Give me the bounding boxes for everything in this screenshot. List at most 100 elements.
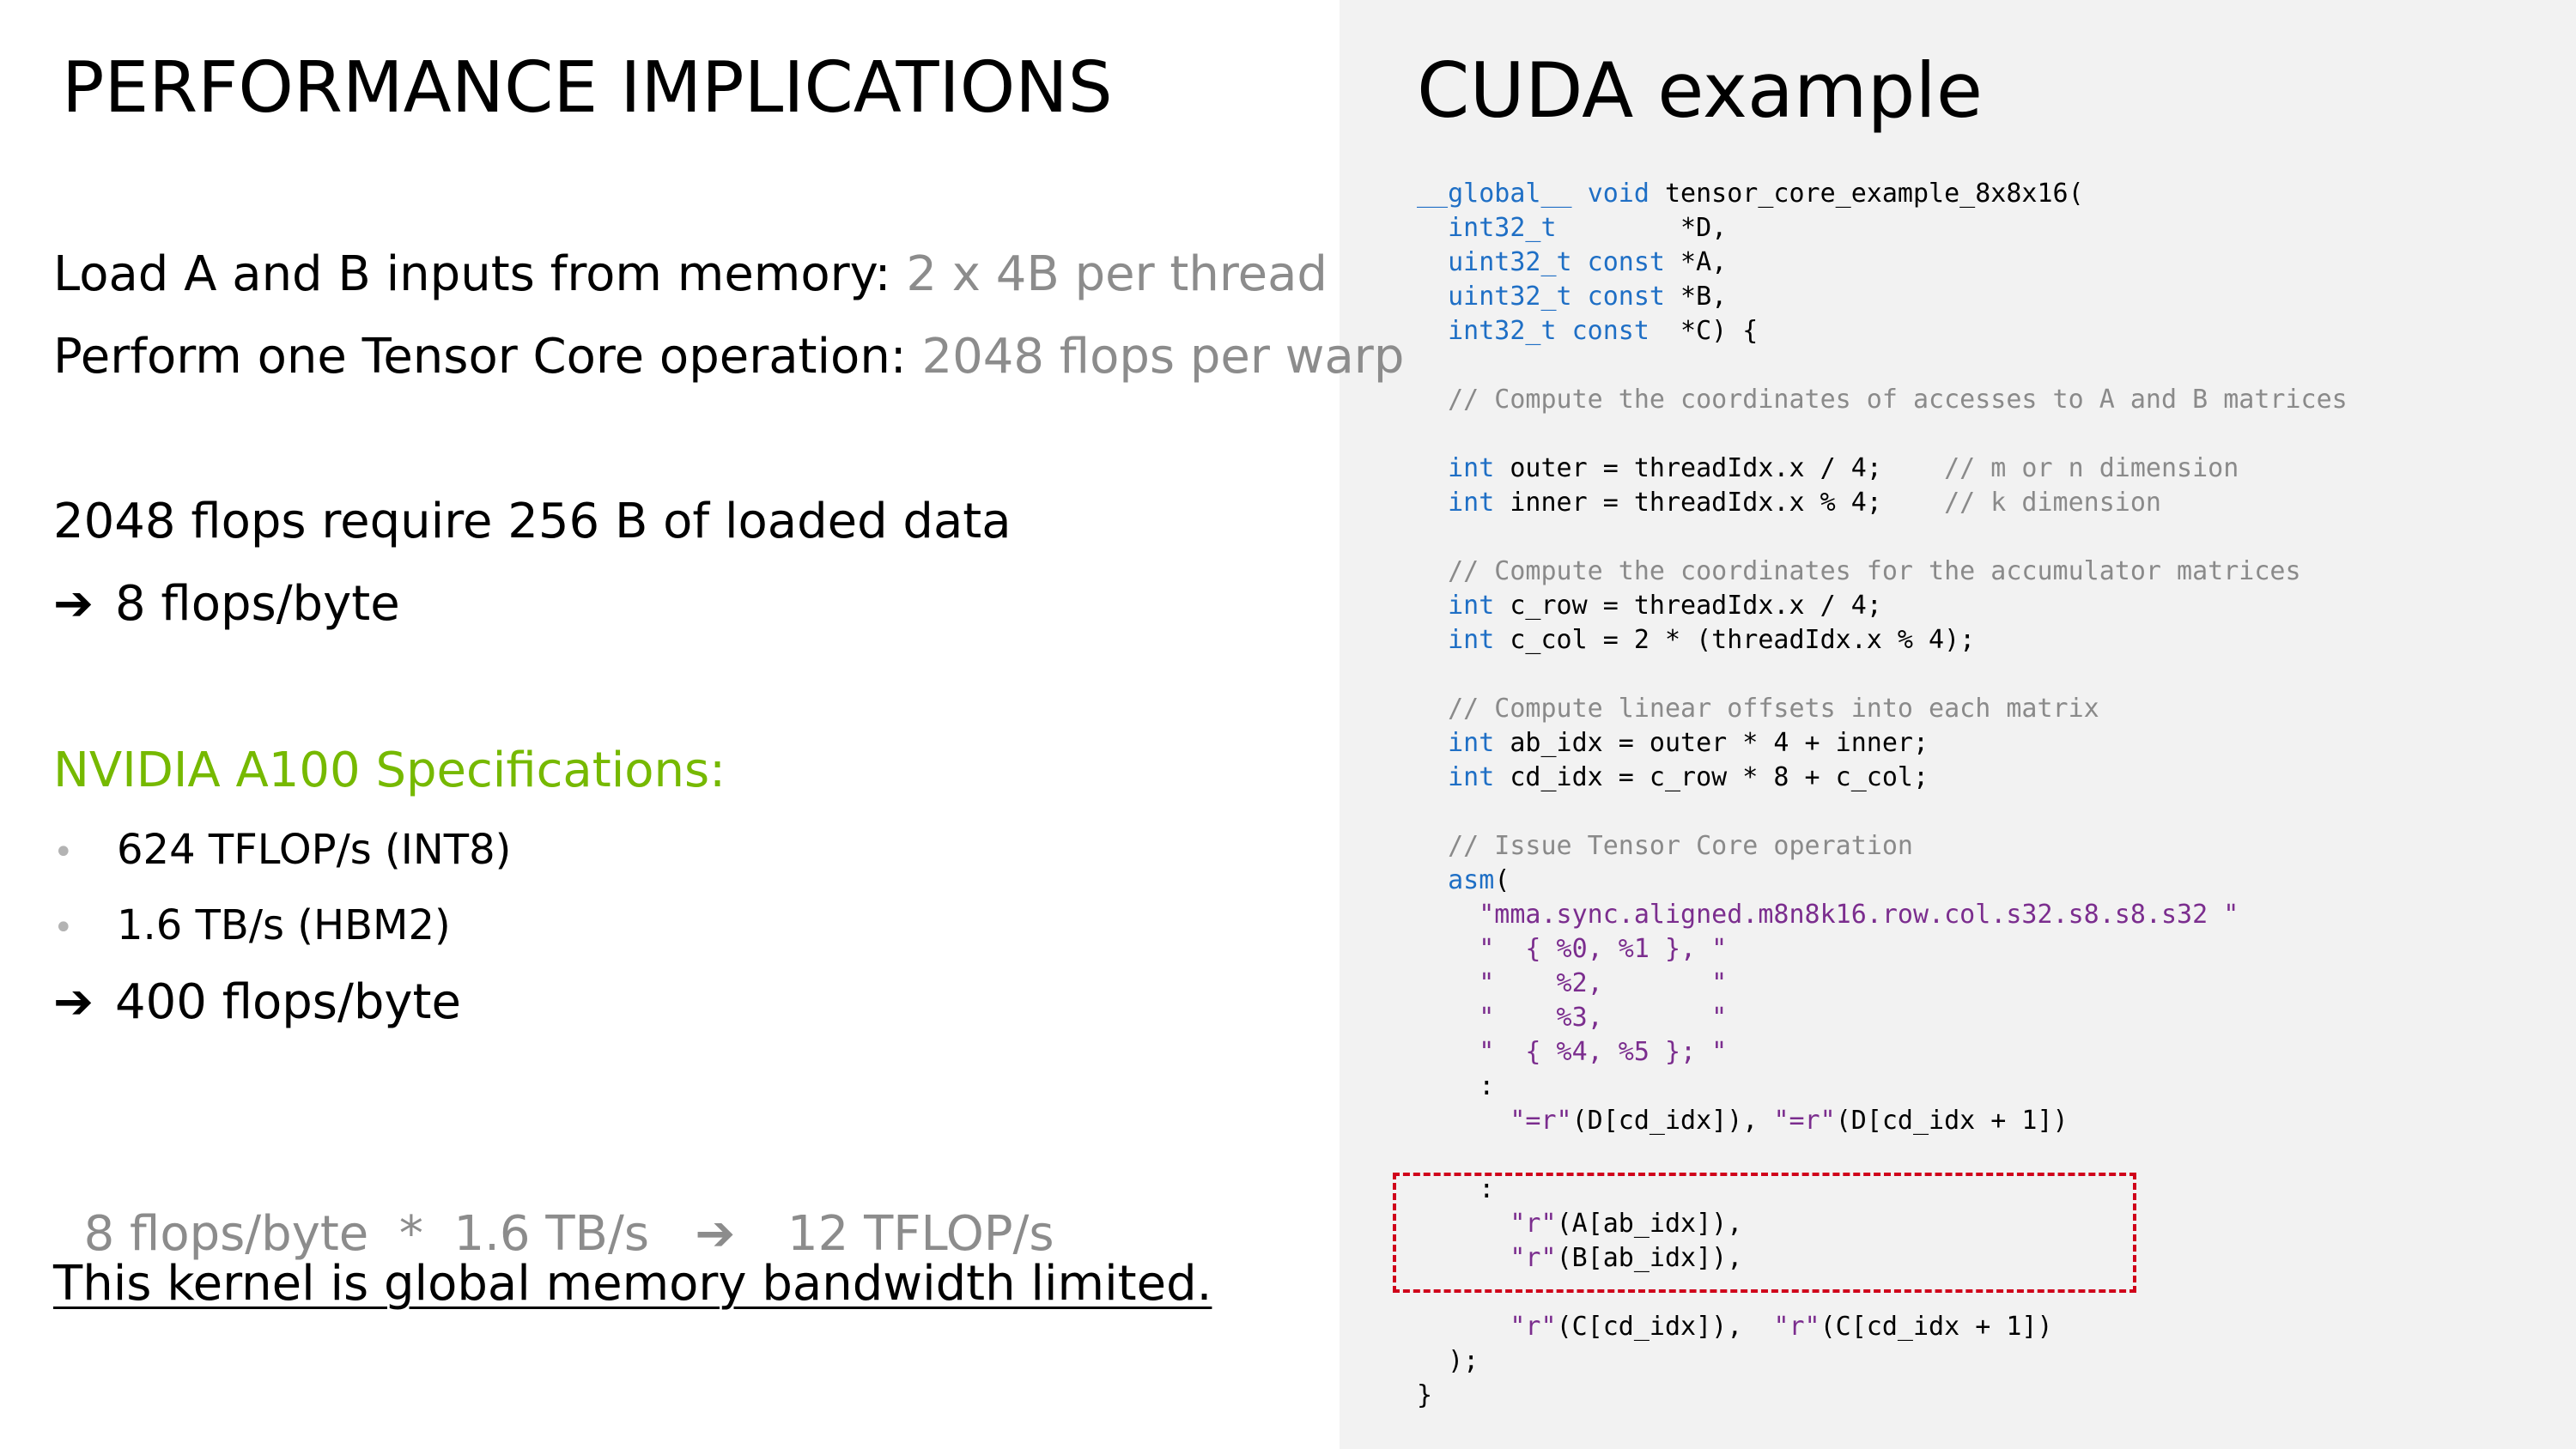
bullet-icon: • — [53, 908, 74, 948]
code-string: "r" — [1510, 1209, 1557, 1239]
arrow-right-icon: ➔ — [53, 576, 94, 632]
code-text — [1417, 900, 1479, 930]
code-comment: // m or n dimension — [1944, 453, 2239, 483]
code-text — [1417, 453, 1448, 483]
code-line — [1417, 795, 2348, 829]
code-line: int c_col = 2 * (threadIdx.x % 4); — [1417, 623, 2348, 658]
code-block: __global__ void tensor_core_example_8x8x… — [1417, 177, 2348, 1413]
code-keyword: int — [1448, 453, 1495, 483]
code-line: uint32_t const *A, — [1417, 246, 2348, 280]
code-keyword: uint32_t const — [1448, 247, 1665, 277]
code-line: } — [1417, 1379, 2348, 1413]
code-keyword: int — [1448, 728, 1495, 758]
code-text — [1417, 762, 1448, 792]
code-text — [1417, 316, 1448, 346]
code-text — [1417, 1037, 1479, 1067]
spec-item-compute: 624 TFLOP/s (INT8) — [117, 826, 512, 874]
code-keyword: int32_t const — [1448, 316, 1649, 346]
code-text — [1417, 247, 1448, 277]
memory-load-line: Load A and B inputs from memory: 2 x 4B … — [53, 251, 1327, 299]
code-line: " { %0, %1 }, " — [1417, 932, 2348, 967]
code-line: "mma.sync.aligned.m8n8k16.row.col.s32.s8… — [1417, 898, 2348, 932]
code-text — [1417, 694, 1448, 724]
code-text: } — [1417, 1380, 1433, 1410]
code-text: : — [1417, 1071, 1495, 1101]
code-line: uint32_t const *B, — [1417, 280, 2348, 314]
code-line: ); — [1417, 1344, 2348, 1379]
machine-balance-value: 400 flops/byte — [115, 974, 461, 1030]
code-text: (C[cd_idx]), — [1556, 1312, 1774, 1342]
code-line: : — [1417, 1070, 2348, 1104]
code-text: (D[cd_idx + 1]) — [1835, 1106, 2069, 1136]
code-line: // Compute linear offsets into each matr… — [1417, 692, 2348, 726]
flops-data-line: 2048 flops require 256 B of loaded data — [53, 494, 1012, 549]
code-text: c_col = 2 * (threadIdx.x % 4); — [1494, 625, 1976, 655]
throughput-calc-result: 12 TFLOP/s — [787, 1206, 1054, 1262]
code-string: "r" — [1510, 1312, 1557, 1342]
code-line: "r"(C[cd_idx]), "r"(C[cd_idx + 1]) — [1417, 1310, 2348, 1344]
code-comment: // Issue Tensor Core operation — [1448, 831, 1913, 861]
code-text — [1417, 556, 1448, 586]
code-keyword: int — [1448, 625, 1495, 655]
code-line: "r"(B[ab_idx]), — [1417, 1241, 2348, 1276]
code-keyword: uint32_t const — [1448, 282, 1665, 312]
code-text: *B, — [1665, 282, 1728, 312]
code-line: int32_t *D, — [1417, 211, 2348, 246]
code-keyword: int32_t — [1448, 213, 1557, 243]
code-line: int c_row = threadIdx.x / 4; — [1417, 589, 2348, 623]
code-text: (B[ab_idx]), — [1556, 1243, 1743, 1273]
code-text — [1417, 1003, 1479, 1033]
code-keyword: int — [1448, 591, 1495, 621]
code-text — [1417, 213, 1448, 243]
code-string: "r" — [1773, 1312, 1820, 1342]
code-string: "=r" — [1510, 1106, 1572, 1136]
code-text — [1417, 865, 1448, 895]
code-line: int ab_idx = outer * 4 + inner; — [1417, 726, 2348, 761]
code-text — [1417, 728, 1448, 758]
bullet-icon: • — [53, 833, 74, 872]
code-string: "r" — [1510, 1243, 1557, 1273]
code-line: " %2, " — [1417, 967, 2348, 1001]
code-line: // Compute the coordinates of accesses t… — [1417, 383, 2348, 417]
code-string: "mma.sync.aligned.m8n8k16.row.col.s32.s8… — [1479, 900, 2239, 930]
code-text: : — [1417, 1174, 1495, 1204]
code-string: " %2, " — [1479, 968, 1728, 998]
tensor-op-value: 2048 flops per warp — [921, 329, 1405, 385]
code-line — [1417, 417, 2348, 452]
code-text: ( — [1494, 865, 1510, 895]
code-line: " { %4, %5 }; " — [1417, 1035, 2348, 1070]
code-text — [1417, 831, 1448, 861]
code-line — [1417, 520, 2348, 555]
code-text: ab_idx = outer * 4 + inner; — [1494, 728, 1929, 758]
code-text: *D, — [1556, 213, 1728, 243]
left-panel — [0, 0, 1340, 1449]
slide-title: PERFORMANCE IMPLICATIONS — [62, 47, 1113, 129]
code-text: (C[cd_idx + 1]) — [1820, 1312, 2053, 1342]
highlight-box — [1393, 1173, 2136, 1293]
machine-balance-line: ➔400 flops/byte — [53, 979, 461, 1027]
code-text — [1417, 968, 1479, 998]
throughput-calc-expression: 8 flops/byte * 1.6 TB/s — [83, 1206, 649, 1262]
code-string: " %3, " — [1479, 1003, 1728, 1033]
code-text — [1417, 488, 1448, 518]
code-text — [1417, 1106, 1510, 1136]
code-keyword: asm — [1448, 865, 1495, 895]
code-string: "=r" — [1773, 1106, 1836, 1136]
code-text: *C) { — [1649, 316, 1759, 346]
code-keyword: __global__ — [1417, 179, 1572, 209]
code-text — [1417, 934, 1479, 964]
code-text: (D[cd_idx]), — [1571, 1106, 1774, 1136]
code-line: int inner = threadIdx.x % 4; // k dimens… — [1417, 486, 2348, 520]
code-text: *A, — [1665, 247, 1728, 277]
code-line: __global__ void tensor_core_example_8x8x… — [1417, 177, 2348, 211]
flops-per-byte-value: 8 flops/byte — [115, 576, 400, 632]
code-keyword: void — [1587, 179, 1649, 209]
code-text — [1417, 282, 1448, 312]
arrow-right-icon: ➔ — [695, 1206, 736, 1262]
code-line — [1417, 1138, 2348, 1173]
conclusion-text: This kernel is global memory bandwidth l… — [53, 1256, 1212, 1312]
code-text: outer = threadIdx.x / 4; — [1494, 453, 1945, 483]
arrow-right-icon: ➔ — [53, 974, 94, 1030]
code-line: : — [1417, 1173, 2348, 1207]
code-text — [1417, 1312, 1510, 1342]
